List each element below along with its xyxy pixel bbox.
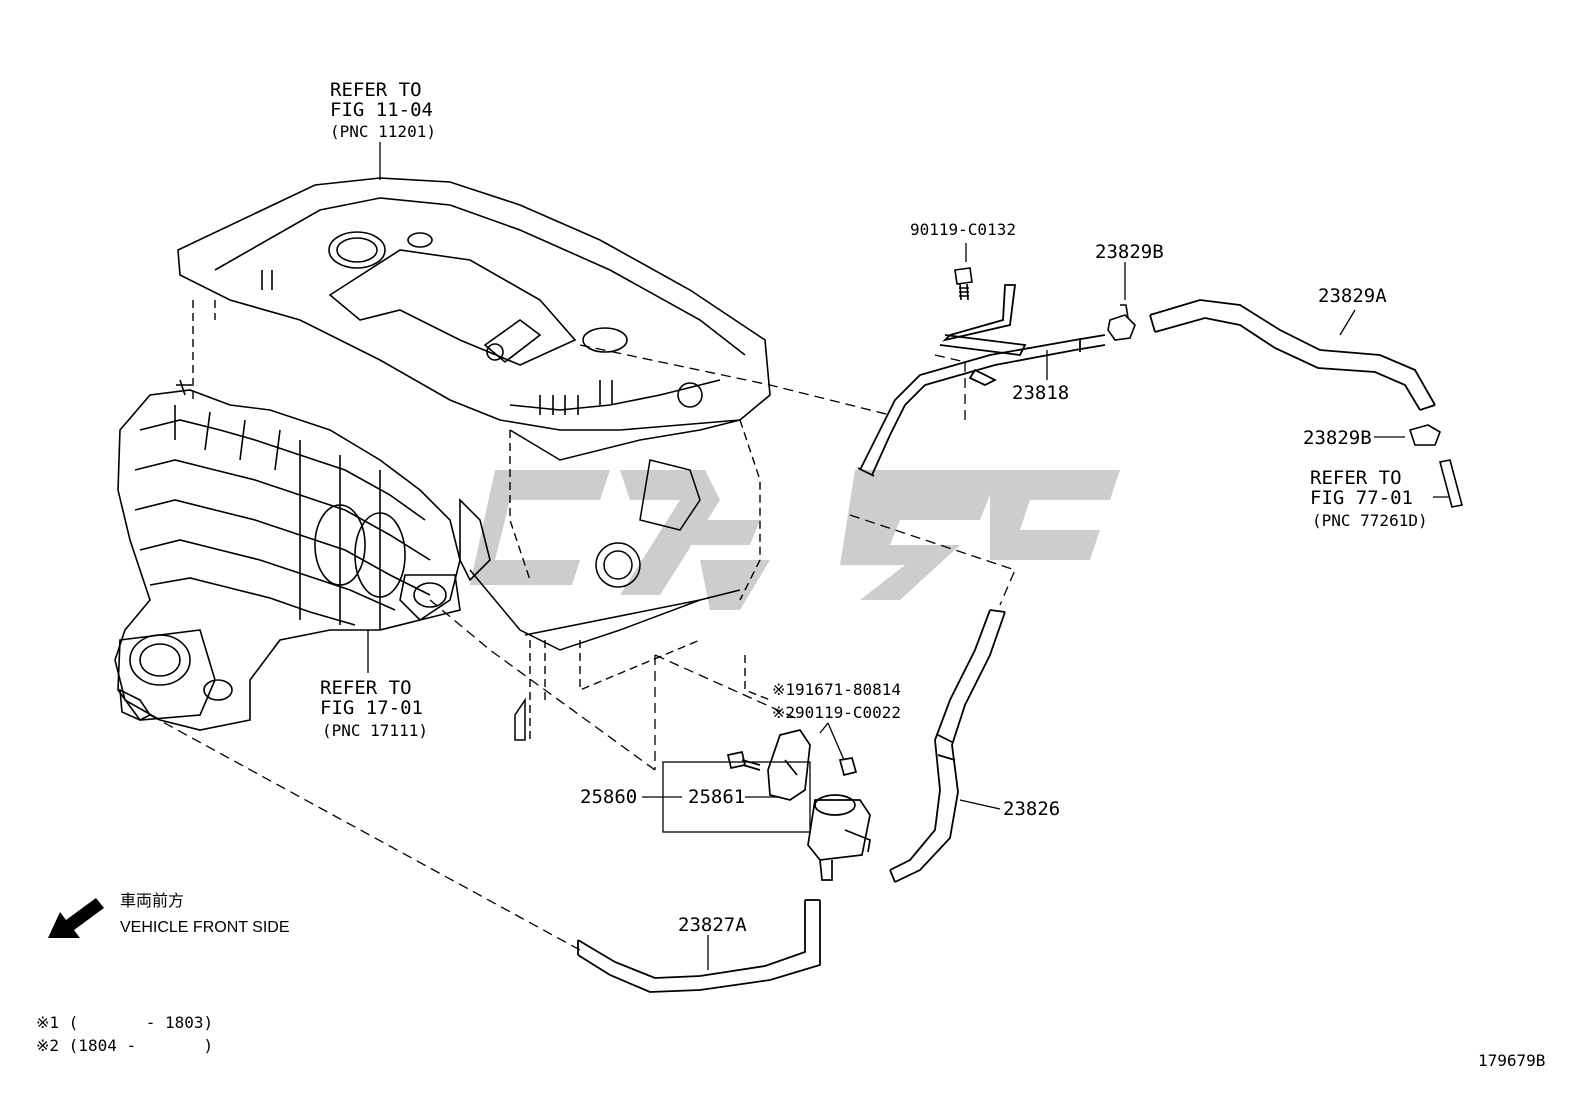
part-label-23829a[interactable]: 23829A <box>1318 285 1387 307</box>
part-label-23829b-right[interactable]: 23829B <box>1303 427 1372 449</box>
part-label-90119-c0022[interactable]: ※290119-C0022 <box>772 703 901 722</box>
ref-fig-17-01-pnc: (PNC 17111) <box>322 721 428 740</box>
hose-23827a-drawing <box>577 899 821 993</box>
engine-block-solid <box>469 419 741 741</box>
clip-23829b-top-drawing <box>1107 304 1136 341</box>
hose-23829a-drawing <box>1149 299 1436 411</box>
figure-id: 179679B <box>1478 1051 1546 1070</box>
cylinder-head-drawing <box>177 177 771 431</box>
ref-fig-11-04-line2[interactable]: FIG 11-04 <box>330 99 433 121</box>
intake-manifold-drawing <box>114 379 491 731</box>
part-label-25861[interactable]: 25861 <box>688 786 746 808</box>
ref-fig-17-01-line1: REFER TO <box>320 677 412 699</box>
ref-fig-11-04-line1: REFER TO <box>330 79 422 101</box>
part-label-23818[interactable]: 23818 <box>1012 382 1070 404</box>
leader-lines <box>367 142 1450 970</box>
footnote-1: ※1 ( - 1803) <box>36 1013 214 1032</box>
part-label-91671-80814[interactable]: ※191671-80814 <box>772 680 901 699</box>
phantom-lines <box>149 344 1016 951</box>
part-label-23827a[interactable]: 23827A <box>678 914 747 936</box>
pipe-23818-drawing <box>857 284 1106 477</box>
watermark-logo <box>470 470 1120 610</box>
part-label-25860[interactable]: 25860 <box>580 786 638 808</box>
part-label-23829b-top[interactable]: 23829B <box>1095 241 1164 263</box>
ref-fig-17-01-line2[interactable]: FIG 17-01 <box>320 697 423 719</box>
vehicle-front-label-en: VEHICLE FRONT SIDE <box>120 919 290 936</box>
clip-23829b-right-drawing <box>1408 424 1463 508</box>
bolt-90119-c0132-drawing <box>954 267 973 301</box>
part-label-90119-c0132[interactable]: 90119-C0132 <box>910 220 1016 239</box>
part-label-23826[interactable]: 23826 <box>1003 798 1061 820</box>
footnote-2: ※2 (1804 - ) <box>36 1036 214 1055</box>
ref-fig-77-01-line1: REFER TO <box>1310 467 1402 489</box>
hose-23826-drawing <box>889 609 1006 883</box>
ref-fig-77-01-line2[interactable]: FIG 77-01 <box>1310 487 1413 509</box>
valve-25861-drawing <box>726 729 871 881</box>
front-arrow-icon <box>48 898 104 938</box>
ref-fig-77-01-pnc: (PNC 77261D) <box>1312 511 1428 530</box>
vehicle-front-label-jp: 車両前方 <box>120 893 185 910</box>
ref-fig-11-04-pnc: (PNC 11201) <box>330 122 436 141</box>
